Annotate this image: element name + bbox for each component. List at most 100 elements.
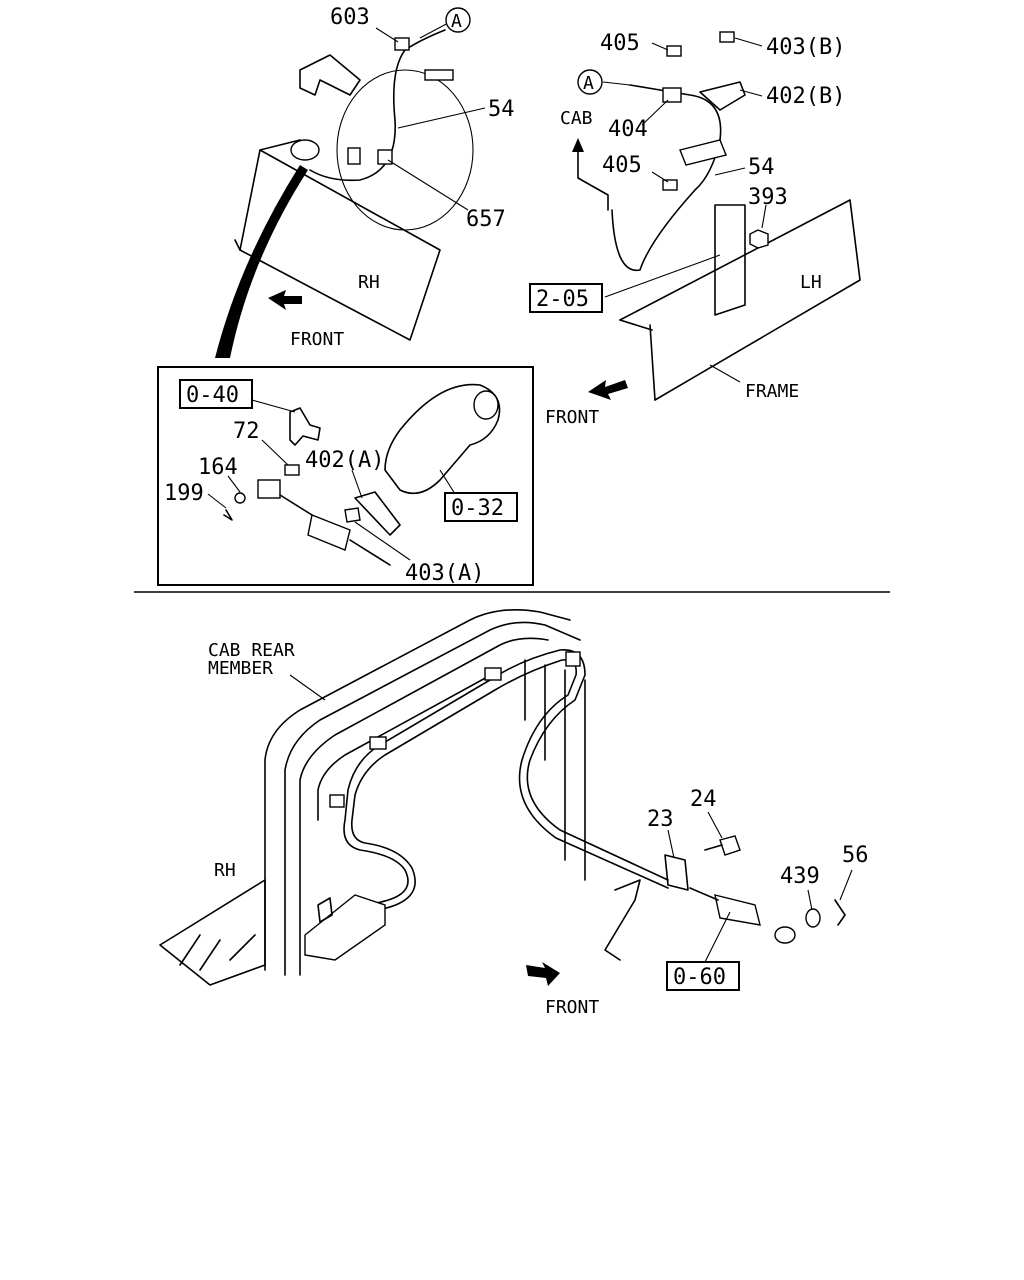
bottom-front-arrow <box>526 962 560 986</box>
label-2-05: 2-05 <box>536 287 589 312</box>
leader-403b <box>734 37 763 47</box>
nut-393 <box>749 229 769 249</box>
label-cab: CAB <box>560 108 593 129</box>
leader-0-40 <box>251 399 296 413</box>
bracket-402a <box>354 491 401 536</box>
pin-56 <box>834 899 846 926</box>
leader-402b <box>739 89 763 97</box>
label-front-top-left: FRONT <box>290 329 344 350</box>
bolt-405-mid <box>662 179 678 191</box>
leader-54-lh <box>714 167 746 176</box>
block <box>257 479 281 499</box>
label-199: 199 <box>164 481 204 506</box>
label-24: 24 <box>690 787 717 812</box>
label-front-bottom: FRONT <box>545 997 599 1018</box>
bolt-24-shank <box>704 844 723 851</box>
rh-clip-603 <box>394 37 410 51</box>
label-cab-rear-member-1: CAB REAR <box>208 640 295 661</box>
label-164: 164 <box>198 455 238 480</box>
clevis-eye <box>774 926 796 944</box>
label-405-top: 405 <box>600 31 640 56</box>
label-54-lh: 54 <box>748 155 775 180</box>
leader-72 <box>261 439 289 466</box>
leader-a-top-right <box>602 81 631 86</box>
pipe-clamp-1 <box>329 794 345 808</box>
label-rh-top: RH <box>358 272 380 293</box>
bottom-cab-view <box>159 608 853 986</box>
bolt-403b <box>719 31 735 43</box>
label-403a: 403(A) <box>405 561 484 586</box>
label-402a: 402(A) <box>305 448 384 473</box>
lh-bracket-strip <box>714 204 746 316</box>
lh-cable <box>611 84 722 272</box>
boot-0-60 <box>714 894 761 926</box>
rh-frame-top-edge <box>259 139 301 151</box>
cab-route-line <box>577 149 609 211</box>
detail-pointer <box>215 165 308 358</box>
label-0-60: 0-60 <box>673 965 726 990</box>
leader-164 <box>227 475 241 493</box>
label-603: 603 <box>330 5 370 30</box>
brake-pipe-inner <box>350 658 669 913</box>
label-54-rh: 54 <box>488 97 515 122</box>
ref-box-2-05 <box>529 283 603 313</box>
rh-cable <box>309 29 446 182</box>
rh-frame-corner <box>234 239 241 251</box>
clamp-402b <box>699 81 746 111</box>
leader-24 <box>707 811 723 839</box>
label-0-40: 0-40 <box>186 383 239 408</box>
cab-member-inner <box>299 637 549 976</box>
lh-cylinder <box>679 139 727 166</box>
leader-54-top-left <box>397 107 486 129</box>
leader-603 <box>375 27 399 43</box>
rh-clamp <box>424 69 454 81</box>
leader-393 <box>761 204 767 229</box>
washer-164 <box>234 492 246 504</box>
leader-405-mid <box>651 171 669 183</box>
ref-box-0-32 <box>444 492 518 522</box>
leader-56 <box>839 869 853 901</box>
rh-cylinder-end <box>290 139 320 161</box>
bolt-24 <box>719 835 741 856</box>
cab-member-inner2 <box>317 669 501 821</box>
rod-to-boot <box>689 887 719 901</box>
lh-front-arrow <box>588 380 628 400</box>
label-403b: 403(B) <box>766 35 845 60</box>
label-393: 393 <box>748 185 788 210</box>
lh-frame-rail <box>619 199 861 401</box>
washer-439 <box>805 908 821 928</box>
cab-arrow <box>572 138 584 152</box>
leader-439 <box>807 889 813 911</box>
pipe-clamp-3 <box>484 667 502 681</box>
label-callout-a-lh: A <box>583 73 594 94</box>
pipe-clamp-2 <box>369 736 387 750</box>
leader-403a <box>354 521 411 561</box>
label-rh-bottom: RH <box>214 860 236 881</box>
clip-404 <box>662 87 682 103</box>
bracket-23 <box>664 854 689 891</box>
rh-bracket <box>299 54 361 96</box>
detail-cable-end <box>349 539 391 566</box>
label-439: 439 <box>780 864 820 889</box>
label-cab-rear-member-2: MEMBER <box>208 658 273 679</box>
lh-frame-edge <box>619 319 653 331</box>
leader-199 <box>207 493 227 509</box>
label-405-mid: 405 <box>602 153 642 178</box>
ref-box-0-40 <box>179 379 253 409</box>
clip-199 <box>223 509 233 521</box>
label-402b: 402(B) <box>766 84 845 109</box>
base-block-ribs <box>179 934 256 971</box>
leader-405-top <box>651 42 669 51</box>
rh-tank <box>336 69 474 231</box>
label-72: 72 <box>233 419 260 444</box>
top-right-lh-view <box>572 31 861 401</box>
master-cylinder <box>304 894 386 961</box>
leader-404 <box>641 99 669 126</box>
leader-0-32 <box>439 469 456 495</box>
leader-2-05 <box>604 254 721 298</box>
ref-box-0-60 <box>666 961 740 991</box>
detail-boot <box>307 514 351 551</box>
cab-member-mid <box>284 621 581 976</box>
lower-bracket <box>604 879 641 961</box>
